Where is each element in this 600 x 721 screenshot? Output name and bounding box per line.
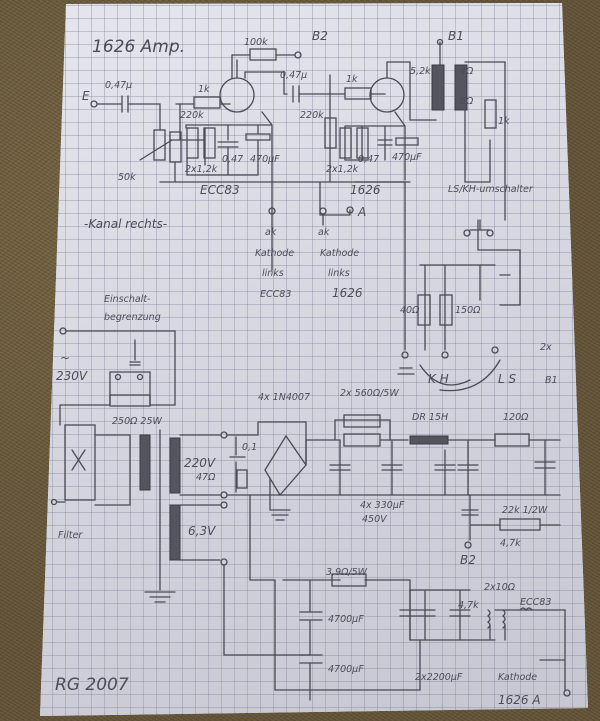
label-tr-4ohm: 4Ω: [460, 66, 474, 77]
label-links-2: links: [328, 268, 350, 279]
label-c-470-a: 470µF: [250, 154, 280, 165]
power-supply: [50, 327, 571, 701]
label-einschalt-2: begrenzung: [104, 312, 161, 323]
label-links-1: links: [262, 268, 284, 279]
label-c-4700-b: 4700µF: [328, 664, 364, 675]
preamp-stage: [90, 48, 411, 271]
label-c-couple: 0,47µ: [280, 70, 307, 81]
label-heater-ecc83: ECC83: [520, 597, 551, 608]
label-tube-ecc83: ECC83: [200, 183, 240, 197]
label-r-2x10: 2x10Ω: [484, 582, 516, 593]
output-stage: [319, 38, 521, 392]
label-switch: LS/KH-umschalter: [448, 184, 534, 195]
label-tr-5k2: 5,2k: [410, 66, 431, 77]
label-ls-2x: 2x: [540, 342, 552, 353]
label-input-e: E: [82, 89, 90, 103]
label-r-22k: 22k 1/2W: [502, 505, 548, 516]
label-ak-2: ak: [318, 227, 330, 238]
output-transformer-secondary: [454, 64, 468, 111]
label-kh: K H: [428, 372, 449, 386]
label-ls: L S: [498, 372, 517, 386]
label-r-2x560: 2x 560Ω/5W: [340, 388, 399, 399]
output-transformer-primary: [431, 64, 445, 111]
label-diodes: 4x 1N4007: [258, 392, 310, 403]
label-filter: Filter: [58, 530, 83, 541]
label-r-2x12k-a: 2x1,2k: [185, 164, 218, 175]
label-tr-8ohm: 8Ω: [460, 96, 474, 107]
label-r-40: 40Ω: [400, 305, 420, 316]
label-einschalt-1: Einschalt-: [104, 294, 151, 305]
label-ecc83-1: ECC83: [260, 289, 291, 300]
filter-box: [64, 424, 96, 501]
label-heater-kathode: Kathode: [498, 672, 537, 683]
channel-label: -Kanal rechts-: [84, 217, 167, 231]
label-kathode-2: Kathode: [320, 248, 359, 259]
label-r-4k7: 4,7k: [500, 538, 521, 549]
bridge-rectifier-icon: [264, 434, 307, 497]
label-kathode-1: Kathode: [255, 248, 294, 259]
label-b1-top: B1: [448, 29, 464, 43]
label-r-220k-b: 220k: [300, 110, 324, 121]
label-r-150: 150Ω: [455, 305, 481, 316]
label-c-in: 0,47µ: [105, 80, 132, 91]
label-r-2x12k-b: 2x1,2k: [326, 164, 359, 175]
label-r-47: 47Ω: [196, 472, 216, 483]
label-c-047-b: 0,47: [358, 154, 379, 165]
label-ls-b1: B1: [545, 375, 558, 386]
label-pot-50k: 50k: [118, 172, 136, 183]
label-c-2x2200: 2x2200µF: [415, 672, 463, 683]
label-heater-1626: 1626 A: [498, 693, 541, 707]
label-c-470-b: 470µF: [392, 152, 422, 163]
label-r-1k-c: 1k: [498, 116, 510, 127]
label-mains-symbol: ~: [60, 351, 70, 365]
tube-1626-icon: [369, 77, 405, 113]
label-caps-450v: 450V: [362, 514, 388, 525]
switch-icon: [469, 219, 491, 231]
diagram-title: 1626 Amp.: [92, 37, 185, 57]
label-b2-top: B2: [312, 29, 328, 43]
label-tube-1626: 1626: [350, 183, 381, 197]
signature: RG 2007: [55, 675, 129, 695]
power-transformer-core: [139, 434, 151, 491]
label-r-120: 120Ω: [503, 412, 529, 423]
label-1626-2: 1626: [332, 286, 363, 300]
label-c-4700-a: 4700µF: [328, 614, 364, 625]
label-r-220k-a: 220k: [180, 110, 204, 121]
label-r-47-small: 4,7k: [458, 600, 479, 611]
label-r-1k-b: 1k: [346, 74, 358, 85]
label-mains-230v: 230V: [56, 369, 88, 383]
label-choke: DR 15H: [412, 412, 448, 423]
label-caps-4x330: 4x 330µF: [360, 500, 405, 511]
ecc83-tube-icon: [219, 77, 255, 113]
label-r-3r9: 3,9Ω/5W: [326, 567, 368, 578]
choke-15h: [409, 435, 449, 445]
label-c-047-a: 0,47: [222, 154, 243, 165]
label-sec-6v3: 6,3V: [188, 524, 216, 538]
label-b2-bottom: B2: [460, 553, 476, 567]
label-r-250: 250Ω 25W: [112, 416, 163, 427]
label-terminal-a: A: [357, 205, 366, 219]
label-c-01: 0,1: [242, 442, 257, 453]
label-sec-220v: 220V: [184, 456, 216, 470]
label-r-1k-a: 1k: [198, 84, 210, 95]
label-r-100k: 100k: [244, 37, 268, 48]
label-ak-1: ak: [265, 227, 277, 238]
